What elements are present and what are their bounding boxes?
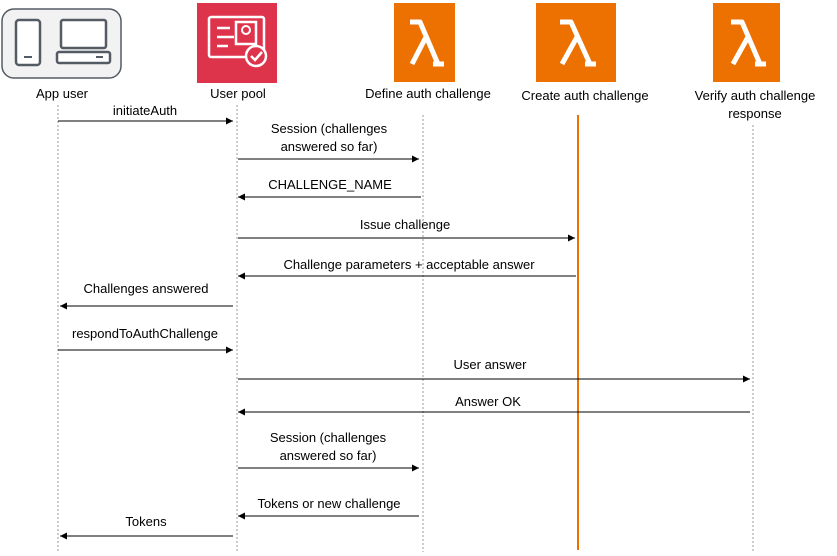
message-label: Session (challenges xyxy=(271,121,388,136)
message-label: CHALLENGE_NAME xyxy=(268,177,392,192)
participant-label-create-auth-challenge: Create auth challenge xyxy=(521,88,648,103)
message-label: respondToAuthChallenge xyxy=(72,326,218,341)
message-label: Challenge parameters + acceptable answer xyxy=(283,257,535,272)
message-label: Session (challenges xyxy=(270,430,387,445)
participant-label-user-pool: User pool xyxy=(210,86,266,101)
participant-label-verify-auth-challenge-line2: response xyxy=(728,106,781,121)
message-label: initiateAuth xyxy=(113,103,177,118)
message-label: Issue challenge xyxy=(360,217,450,232)
lambda-icon xyxy=(394,3,455,82)
message-label: answered so far) xyxy=(280,448,377,463)
message-label: Challenges answered xyxy=(83,281,208,296)
message-label: Tokens xyxy=(125,514,167,529)
message-label: Answer OK xyxy=(455,394,521,409)
participant-label-define-auth-challenge: Define auth challenge xyxy=(365,86,491,101)
lambda-icon xyxy=(713,3,780,82)
message-label: answered so far) xyxy=(281,139,378,154)
devices-icon xyxy=(1,8,122,79)
message-label: Tokens or new challenge xyxy=(257,496,400,511)
participant-label-verify-auth-challenge: Verify auth challenge xyxy=(695,88,816,103)
user-pool-icon xyxy=(197,3,277,83)
lambda-icon xyxy=(536,3,616,82)
message-label: User answer xyxy=(454,357,528,372)
participant-label-app-user: App user xyxy=(36,86,89,101)
